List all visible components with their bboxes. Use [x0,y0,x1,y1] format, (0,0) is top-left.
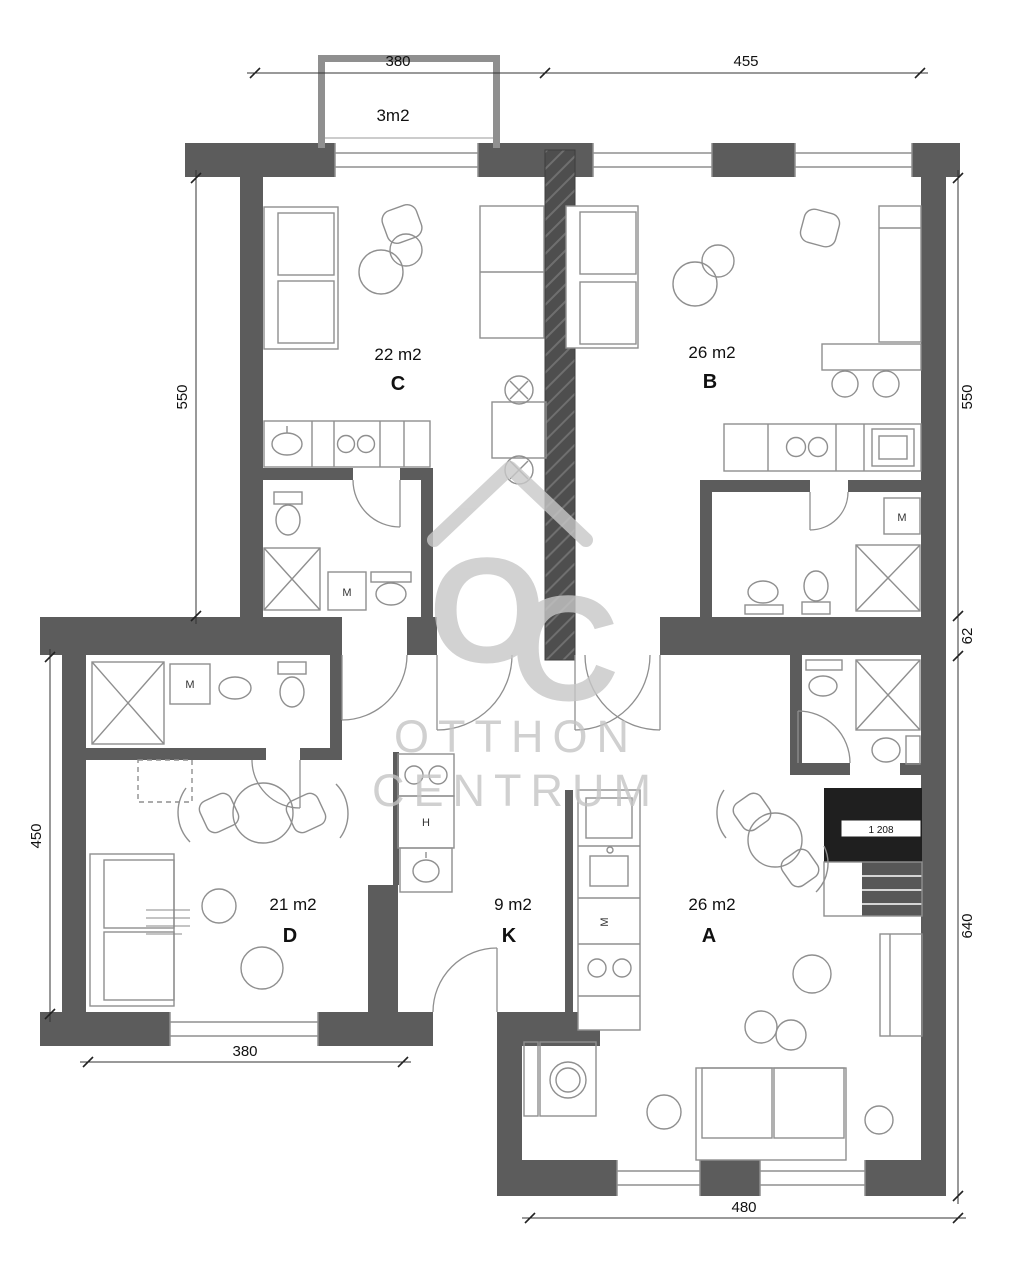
chair-swing-mark [335,783,349,839]
balcony [318,55,500,148]
chair-swing-mark [716,789,727,839]
room-b-area: 26 m2 [688,343,735,362]
dim-right-lower: 640 [959,913,976,938]
dim-left-upper: 550 [174,384,191,409]
watermark-name-line2: CENTRUM [372,765,660,816]
pouf [240,946,284,990]
sofa [263,206,339,350]
sofa [89,853,175,1007]
brand-watermark: O C OTTHON CENTRUM [372,461,660,816]
bed [878,205,922,343]
washbasin [218,676,252,700]
doors [251,479,851,1013]
room-k-letter: K [502,925,517,947]
chair-bottom [780,848,820,888]
pouf [201,888,237,924]
kitchen-counter [263,420,431,468]
sofa [565,205,639,349]
watermark-logo-o: O [429,526,546,694]
room-a-area: 26 m2 [688,895,735,914]
dim-right-middle: 62 [959,628,976,645]
room-labels: 3m2 22 m2 C 26 m2 B 21 m2 D 9 m2 K 26 m2… [269,106,735,947]
washing-machine: M [327,571,367,611]
shower [91,661,165,745]
armchair [799,208,841,248]
stair-block: 1 208 [823,788,923,917]
hob-label: H [422,817,430,829]
chair-swing-mark [177,787,191,843]
room-a-letter: A [702,925,716,947]
exterior-walls [40,143,960,1196]
washbasin [744,580,784,615]
windows [169,143,913,1196]
washbasin [805,659,843,697]
sink-unit [399,847,453,893]
dimensions: 380 455 550 450 550 62 640 380 480 [28,53,976,1224]
toilet [801,570,831,615]
chair-swing-mark [815,845,829,893]
round-table [232,782,294,844]
sofa [695,1067,847,1161]
watermark-logo-c: C [511,564,619,732]
round-table [747,812,803,868]
washing-machine-label: M [342,587,351,599]
dim-left-lower: 450 [28,823,45,848]
dim-right-upper: 550 [959,384,976,409]
unit-k-furniture: H [397,753,597,1117]
room-d-area: 21 m2 [269,895,316,914]
washing-machine-label: M [599,917,611,926]
washing-machine: M [883,497,921,535]
toilet [273,491,303,536]
kitchen-counter [723,423,922,472]
illegible-annotation [146,909,190,935]
chair-left [198,792,240,834]
stool [792,954,832,994]
room-k-area: 9 m2 [494,895,532,914]
dashed-cabinet [137,759,193,803]
room-c-letter: C [391,373,405,395]
desk [879,933,923,1037]
washing-machine-label: M [185,679,194,691]
pouf [864,1105,894,1135]
dim-top-right: 455 [733,53,758,70]
coffee-table [744,1010,778,1044]
dim-bottom-center: 480 [731,1199,756,1216]
balcony-area: 3m2 [376,106,409,125]
shower [855,659,921,731]
wardrobe [479,205,545,339]
dim-top-left: 380 [385,53,410,70]
room-c-area: 22 m2 [374,345,421,364]
kitchen-column: M [577,789,641,1031]
washing-machine-label: M [897,512,906,524]
dim-bottom-left: 380 [232,1043,257,1060]
unit-a-furniture: 1 208 M [577,659,923,1161]
chair-right [285,792,327,834]
stair-level-label: 1 208 [868,825,893,836]
room-d-letter: D [283,925,297,947]
watermark-name-line1: OTTHON [394,711,638,762]
toilet [277,661,307,708]
unit-d-furniture: M [89,661,349,1007]
pouf [646,1094,682,1130]
toilet [871,735,921,765]
unit-b-furniture: M [565,205,922,615]
house-roof-icon [427,461,593,547]
unit-c-furniture: M [263,203,431,611]
coffee-table [775,1019,807,1051]
room-b-letter: B [703,371,717,393]
interior-walls [86,468,921,1012]
armchair [381,203,423,245]
round-table [358,233,423,295]
shower [855,544,921,612]
round-table [672,244,735,307]
shower [263,547,321,611]
chair-top [732,792,772,832]
washing-machine: M [169,663,211,705]
washbasin [370,571,412,606]
entry-hall-furniture [479,205,547,485]
utility-washer [523,1041,597,1117]
table-with-stools [821,343,922,398]
